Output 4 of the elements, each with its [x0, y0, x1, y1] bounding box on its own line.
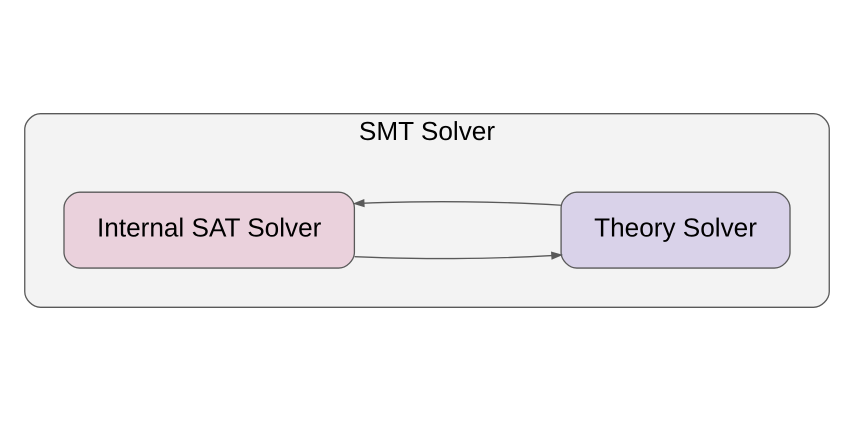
node-box: Internal SAT Solver: [63, 192, 356, 269]
node-box: Theory Solver: [560, 192, 791, 269]
arrow: [352, 199, 562, 208]
arrow: [354, 251, 564, 260]
